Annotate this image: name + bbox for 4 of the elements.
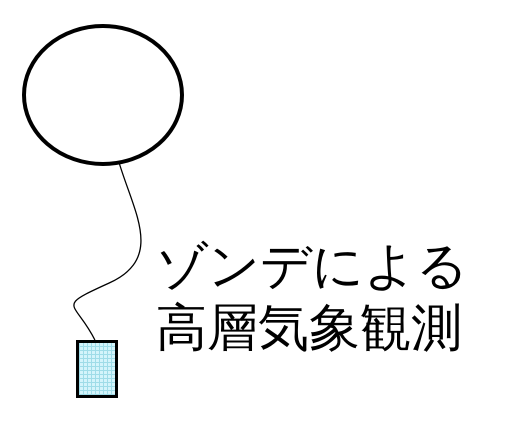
title-text: ゾンデによる高層気象観測: [156, 236, 469, 360]
sonde-box: [76, 340, 118, 398]
balloon-ellipse: [22, 24, 184, 166]
string-line: [74, 162, 142, 340]
